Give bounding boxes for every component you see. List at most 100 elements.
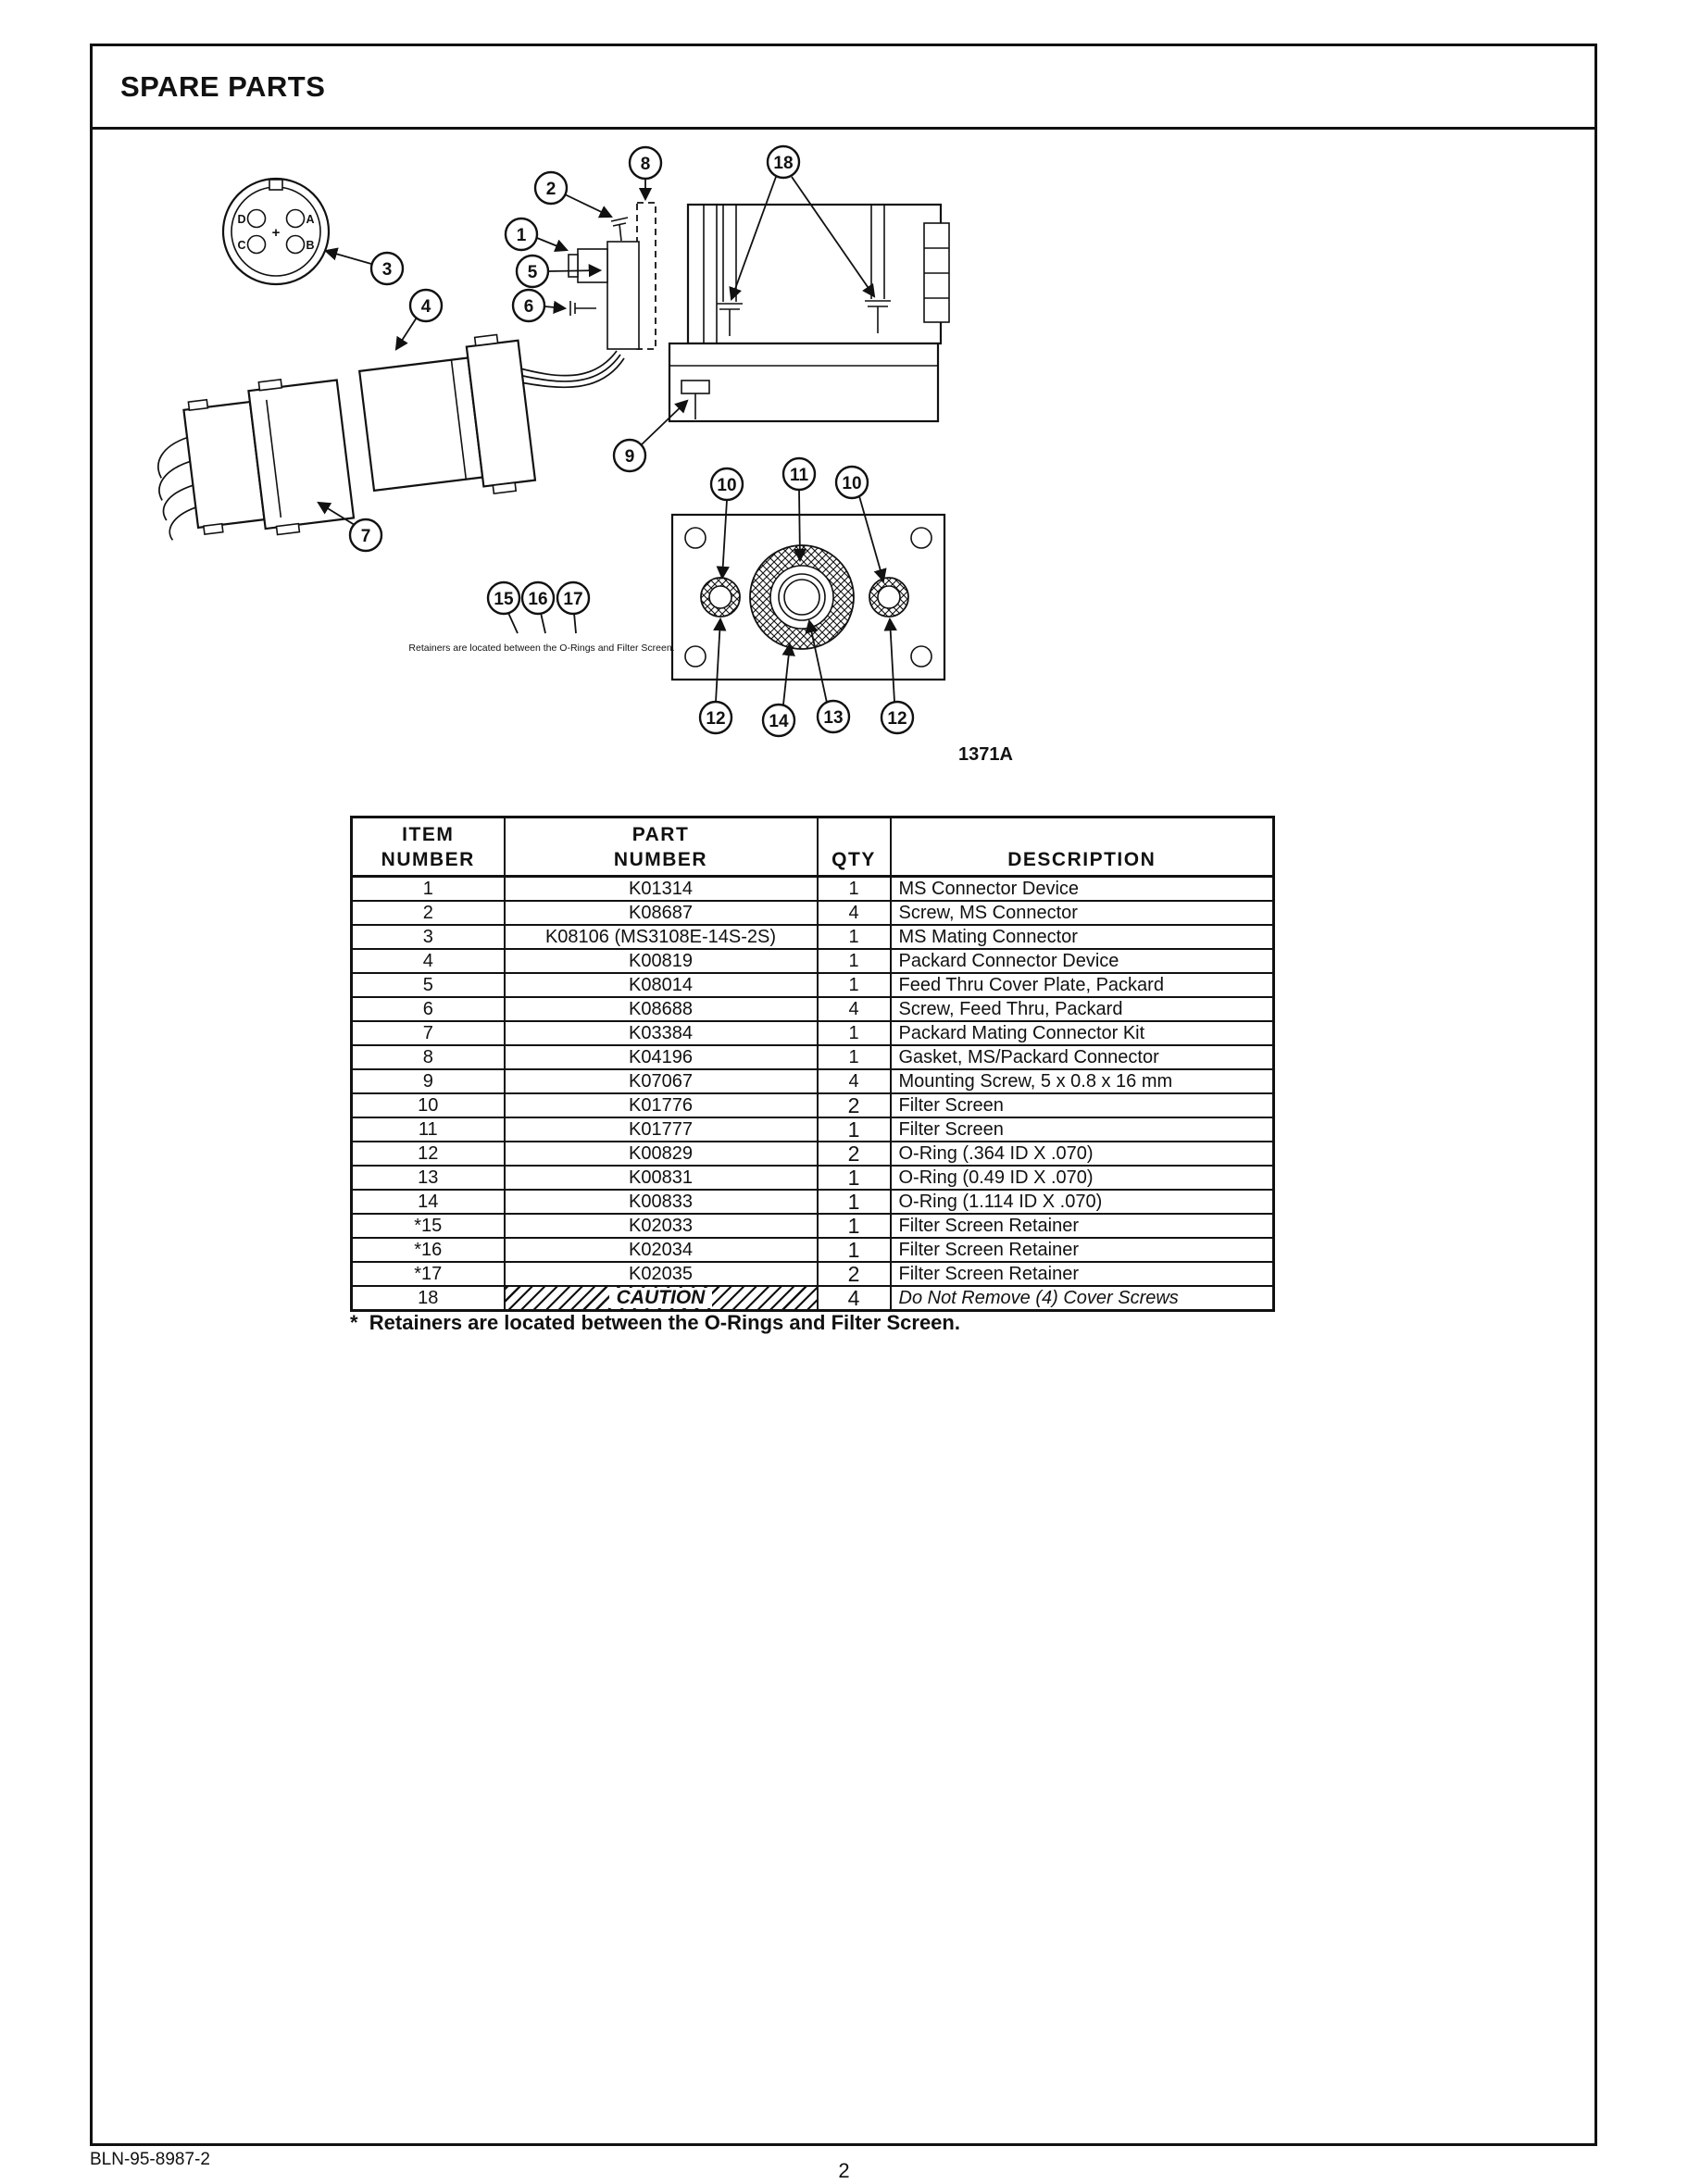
cell-description: Filter Screen bbox=[889, 1092, 1275, 1118]
svg-text:7: 7 bbox=[361, 527, 371, 546]
cell-item-number: 13 bbox=[350, 1165, 506, 1191]
cell-part-number: K07067 bbox=[503, 1068, 819, 1094]
cell-description: Screw, MS Connector bbox=[889, 900, 1275, 926]
svg-text:13: 13 bbox=[823, 708, 843, 728]
svg-text:11: 11 bbox=[790, 466, 809, 485]
cell-description: Filter Screen Retainer bbox=[889, 1237, 1275, 1263]
cell-part-number: K00833 bbox=[503, 1189, 819, 1215]
spare-parts-diagram: D A C B + bbox=[157, 144, 1013, 765]
svg-text:12: 12 bbox=[887, 709, 907, 729]
cell-description: MS Mating Connector bbox=[889, 924, 1275, 950]
cell-qty: 4 bbox=[816, 900, 892, 926]
cell-part-number: K08687 bbox=[503, 900, 819, 926]
cell-item-number: 18 bbox=[350, 1285, 506, 1312]
cell-description: MS Connector Device bbox=[889, 875, 1275, 902]
svg-text:16: 16 bbox=[528, 590, 547, 609]
figure-number: 1371A bbox=[958, 744, 1013, 765]
feed-thru-screw-figure bbox=[569, 301, 596, 316]
cell-qty: 1 bbox=[816, 1044, 892, 1070]
cell-item-number: 2 bbox=[350, 900, 506, 926]
callout-16: 16 bbox=[520, 580, 556, 616]
main-assembly-figure bbox=[636, 202, 950, 423]
cover-screw-right-figure bbox=[865, 300, 891, 333]
diagram-note: Retainers are located between the O-Ring… bbox=[408, 643, 674, 654]
svg-text:12: 12 bbox=[706, 709, 725, 729]
callout-9: 9 bbox=[612, 438, 647, 473]
cell-qty: 1 bbox=[816, 1117, 892, 1142]
ms-mating-connector-figure: D A C B + bbox=[221, 177, 331, 286]
cell-qty: 1 bbox=[816, 1189, 892, 1215]
page-title: SPARE PARTS bbox=[120, 69, 326, 103]
cell-description: O-Ring (0.49 ID X .070) bbox=[889, 1165, 1275, 1191]
cell-description: Packard Mating Connector Kit bbox=[889, 1020, 1275, 1046]
cell-part-number: K02033 bbox=[503, 1213, 819, 1239]
svg-text:2: 2 bbox=[546, 180, 556, 199]
callout-12-right: 12 bbox=[880, 700, 915, 735]
cell-description: Screw, Feed Thru, Packard bbox=[889, 996, 1275, 1022]
svg-text:14: 14 bbox=[769, 712, 789, 731]
cell-qty: 4 bbox=[816, 1068, 892, 1094]
cell-part-number: K02034 bbox=[503, 1237, 819, 1263]
feed-thru-cover-plate-figure bbox=[606, 241, 640, 350]
cell-part-number: K01314 bbox=[503, 875, 819, 902]
callout-8: 8 bbox=[628, 145, 663, 181]
cell-item-number: 14 bbox=[350, 1189, 506, 1215]
cell-item-number: *15 bbox=[350, 1213, 506, 1239]
cell-part-number: K00819 bbox=[503, 948, 819, 974]
gasket-figure bbox=[636, 202, 656, 350]
caution-label: CAUTION bbox=[608, 1288, 713, 1308]
svg-text:17: 17 bbox=[563, 590, 582, 609]
cell-description: O-Ring (1.114 ID X .070) bbox=[889, 1189, 1275, 1215]
svg-text:5: 5 bbox=[528, 263, 538, 282]
callout-15: 15 bbox=[486, 580, 521, 616]
cell-part-number: K02035 bbox=[503, 1261, 819, 1287]
pin-label-c: C bbox=[237, 239, 245, 252]
cell-item-number: *16 bbox=[350, 1237, 506, 1263]
cell-description: Filter Screen bbox=[889, 1117, 1275, 1142]
svg-text:15: 15 bbox=[494, 590, 514, 609]
callout-4: 4 bbox=[408, 288, 444, 323]
cell-item-number: 7 bbox=[350, 1020, 506, 1046]
callout-5: 5 bbox=[515, 254, 550, 289]
callout-1: 1 bbox=[504, 217, 539, 252]
cell-qty: 1 bbox=[816, 1213, 892, 1239]
cell-item-number: 3 bbox=[350, 924, 506, 950]
svg-text:4: 4 bbox=[421, 297, 431, 317]
cell-item-number: 6 bbox=[350, 996, 506, 1022]
cell-qty: 1 bbox=[816, 1237, 892, 1263]
svg-text:18: 18 bbox=[773, 154, 793, 173]
cell-qty: 1 bbox=[816, 1165, 892, 1191]
table-row-caution: 18 CAUTION 4 Do Not Remove (4) Cover Scr… bbox=[350, 1285, 1275, 1312]
cell-part-number: K01777 bbox=[503, 1117, 819, 1142]
callout-3: 3 bbox=[369, 251, 405, 286]
cell-part-number: K04196 bbox=[503, 1044, 819, 1070]
title-band: SPARE PARTS bbox=[93, 46, 1594, 130]
svg-text:10: 10 bbox=[842, 474, 861, 493]
pin-label-a: A bbox=[306, 213, 314, 226]
cell-description: Mounting Screw, 5 x 0.8 x 16 mm bbox=[889, 1068, 1275, 1094]
cell-item-number: 12 bbox=[350, 1141, 506, 1167]
ms-connector-device-figure bbox=[577, 248, 608, 283]
leader-lines bbox=[317, 176, 897, 705]
cell-item-number: 10 bbox=[350, 1092, 506, 1118]
callout-13: 13 bbox=[816, 699, 851, 734]
cell-item-number: 4 bbox=[350, 948, 506, 974]
page-frame: SPARE PARTS D A C B + bbox=[90, 44, 1597, 2146]
cell-qty: 2 bbox=[816, 1092, 892, 1118]
svg-text:8: 8 bbox=[641, 155, 651, 174]
